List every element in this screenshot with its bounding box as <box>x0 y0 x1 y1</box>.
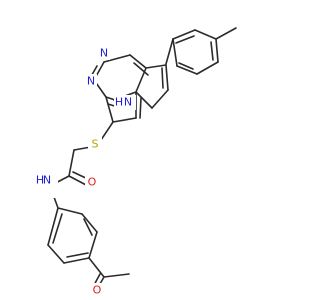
atom-n-amide: N <box>43 174 51 187</box>
atom-labels: N N H N S O N H O <box>34 46 136 298</box>
atom-h-pyrrole: H <box>115 96 123 109</box>
acetylphenyl-ring <box>47 185 130 290</box>
atom-o-amide: O <box>88 176 97 189</box>
atom-n-pyrimidine-top: N <box>100 47 108 60</box>
pyrrolopyrimidine-core <box>88 54 169 123</box>
molecule-structure: N N H N S O N H O <box>34 27 237 298</box>
atom-n-pyrimidine-left: N <box>87 75 95 88</box>
atom-o-acetyl: O <box>93 284 102 297</box>
atom-n-pyrrole: N <box>124 96 132 109</box>
atom-h-amide: H <box>36 174 44 187</box>
thioacetamide-linker <box>49 121 114 187</box>
methyl-bond <box>215 27 237 40</box>
atom-s-thioether: S <box>92 138 99 151</box>
tolyl-ring <box>165 27 237 75</box>
